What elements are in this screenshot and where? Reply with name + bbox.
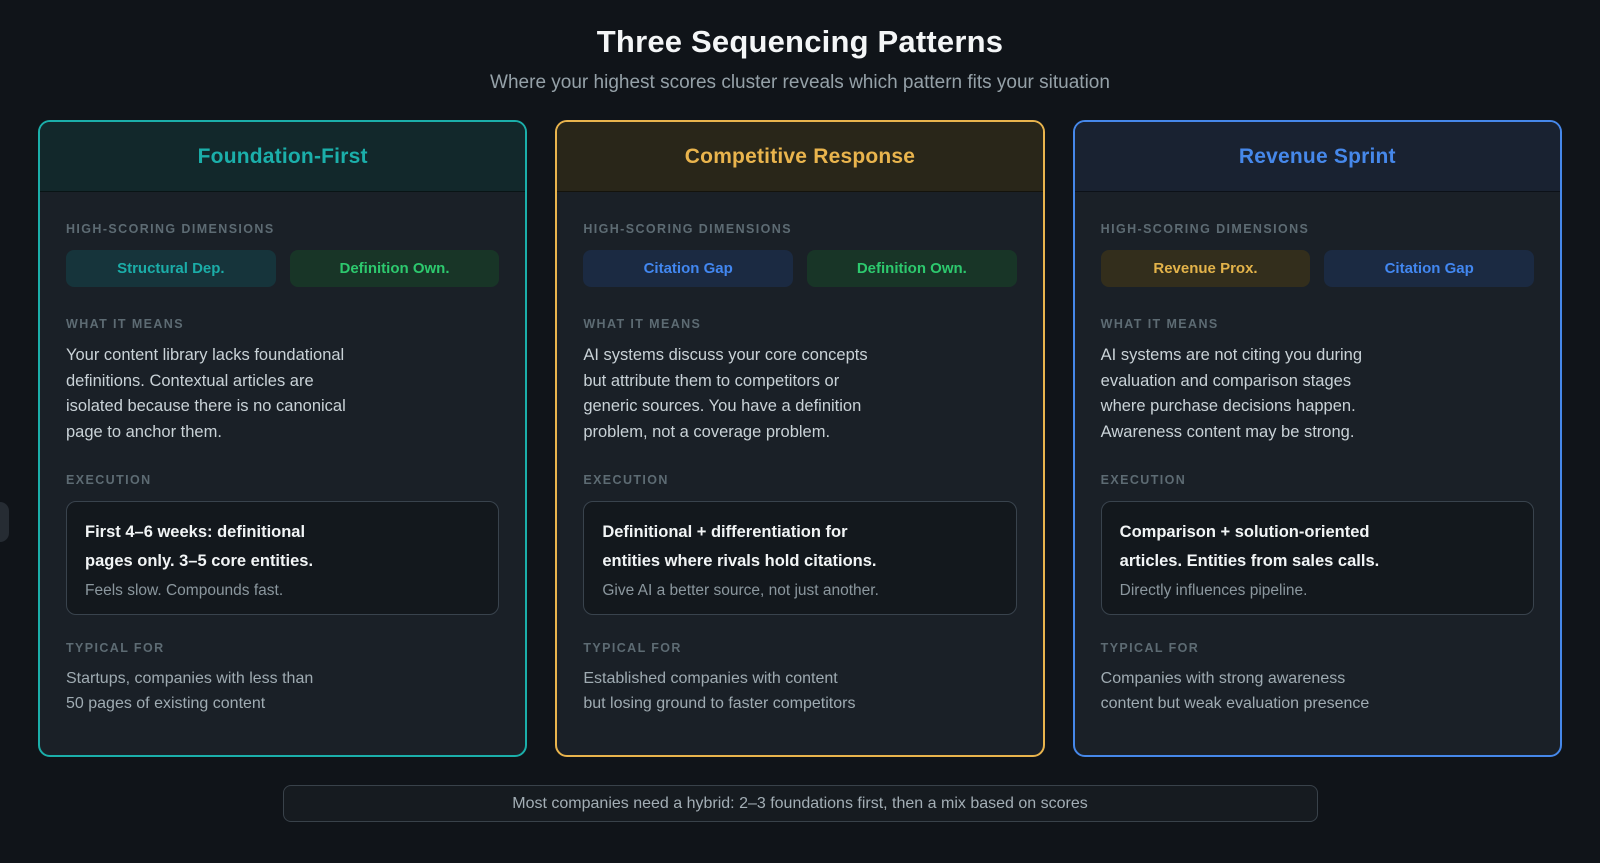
- execution-main: Comparison + solution-oriented articles.…: [1119, 523, 1380, 571]
- typical-for-label: TYPICAL FOR: [1100, 641, 1200, 655]
- card-body: HIGH-SCORING DIMENSIONS Revenue Prox. Ci…: [1075, 192, 1560, 755]
- card-revenue-sprint: Revenue Sprint HIGH-SCORING DIMENSIONS R…: [1072, 120, 1562, 757]
- dimensions-label: HIGH-SCORING DIMENSIONS: [66, 222, 275, 236]
- dimensions-label: HIGH-SCORING DIMENSIONS: [1100, 222, 1310, 236]
- typical-for-label: TYPICAL FOR: [66, 641, 165, 655]
- typical-for-text: Established companies with content but l…: [583, 670, 856, 712]
- card-body: HIGH-SCORING DIMENSIONS Citation Gap Def…: [557, 192, 1042, 755]
- execution-label: EXECUTION: [66, 473, 152, 488]
- dimension-badge: Citation Gap: [583, 250, 793, 287]
- page-header: Three Sequencing Patterns Where your hig…: [0, 0, 1600, 94]
- execution-main: First 4–6 weeks: definitional pages only…: [85, 523, 314, 571]
- dimension-badge: Citation Gap: [1324, 250, 1534, 287]
- page-subtitle: Where your highest scores cluster reveal…: [490, 72, 1110, 93]
- card-title: Competitive Response: [684, 144, 916, 168]
- execution-box: Comparison + solution-oriented articles.…: [1100, 501, 1534, 615]
- card-title: Foundation-First: [197, 144, 368, 168]
- card-title: Revenue Sprint: [1238, 144, 1396, 168]
- hybrid-note: Most companies need a hybrid: 2–3 founda…: [282, 785, 1318, 822]
- badge-row: Structural Dep. Definition Own.: [66, 250, 500, 287]
- pattern-cards: Foundation-First HIGH-SCORING DIMENSIONS…: [0, 120, 1600, 757]
- typical-for-label: TYPICAL FOR: [583, 641, 682, 655]
- card-body: HIGH-SCORING DIMENSIONS Structural Dep. …: [40, 192, 525, 755]
- what-it-means-label: WHAT IT MEANS: [1100, 317, 1219, 331]
- typical-for-text: Startups, companies with less than 50 pa…: [66, 670, 314, 712]
- dimension-badge: Structural Dep.: [66, 250, 276, 287]
- what-it-means-text: AI systems discuss your core concepts bu…: [583, 346, 868, 441]
- left-edge-notch: [0, 502, 9, 542]
- execution-label: EXECUTION: [1100, 473, 1187, 488]
- what-it-means-text: Your content library lacks foundational …: [66, 346, 346, 441]
- card-header: Revenue Sprint: [1074, 122, 1560, 192]
- card-foundation-first: Foundation-First HIGH-SCORING DIMENSIONS…: [38, 120, 528, 757]
- dimension-badge: Revenue Prox.: [1100, 250, 1311, 287]
- what-it-means-label: WHAT IT MEANS: [583, 317, 702, 331]
- badge-row: Revenue Prox. Citation Gap: [1100, 250, 1534, 287]
- typical-for-text: Companies with strong awareness content …: [1100, 670, 1370, 712]
- execution-box: First 4–6 weeks: definitional pages only…: [66, 501, 500, 615]
- what-it-means-label: WHAT IT MEANS: [66, 317, 184, 331]
- execution-box: Definitional + differentiation for entit…: [583, 501, 1017, 615]
- dimension-badge: Definition Own.: [807, 250, 1017, 287]
- page-title: Three Sequencing Patterns: [596, 24, 1004, 59]
- dimensions-label: HIGH-SCORING DIMENSIONS: [583, 222, 792, 236]
- card-header: Foundation-First: [40, 122, 526, 192]
- execution-note: Give AI a better source, not just anothe…: [602, 582, 879, 599]
- what-it-means-text: AI systems are not citing you during eva…: [1100, 346, 1363, 441]
- execution-main: Definitional + differentiation for entit…: [602, 523, 877, 571]
- execution-note: Feels slow. Compounds fast.: [85, 582, 284, 599]
- badge-row: Citation Gap Definition Own.: [583, 250, 1017, 287]
- card-competitive-response: Competitive Response HIGH-SCORING DIMENS…: [555, 120, 1045, 757]
- card-header: Competitive Response: [557, 122, 1043, 192]
- execution-label: EXECUTION: [583, 473, 669, 488]
- dimension-badge: Definition Own.: [289, 250, 500, 287]
- execution-note: Directly influences pipeline.: [1119, 582, 1308, 599]
